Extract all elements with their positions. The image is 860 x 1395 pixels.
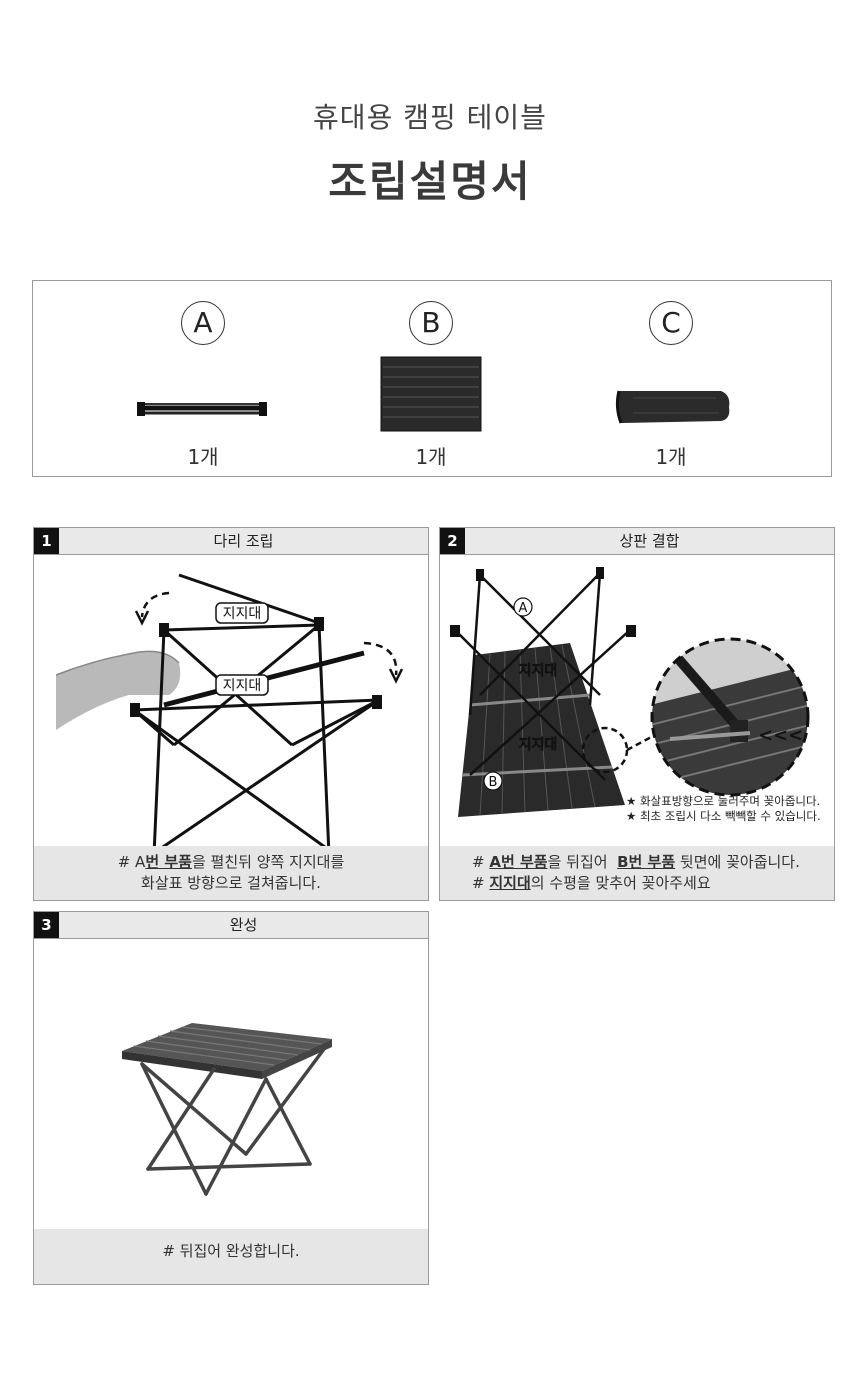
- part-a-qty: 1개: [187, 445, 219, 469]
- step-2-desc2-prefix: #: [472, 874, 490, 892]
- step-2-illustration: A B 지지대 지지대 <<<: [450, 567, 810, 817]
- step-1-description: # A번 부품을 펼친뒤 양쪽 지지대를 화살표 방향으로 걸쳐줍니다.: [34, 846, 428, 900]
- step-1-header: 1 다리 조립: [34, 528, 428, 555]
- table-top-panel-icon: [380, 356, 482, 432]
- part-a-letter: A: [181, 301, 225, 345]
- part-c: C 1개: [571, 301, 771, 471]
- step-3: 3 완성 # 뒤집어 완성합니다.: [33, 911, 429, 1285]
- step-1-number: 1: [34, 528, 59, 554]
- step-2-desc2-rest: 의 수평을 맞추어 꽂아주세요: [530, 874, 711, 892]
- parts-list: A 1개 B 1개 C 1개: [32, 280, 832, 477]
- part-b-qty: 1개: [415, 445, 447, 469]
- part-b-letter: B: [409, 301, 453, 345]
- step-1-support-label-2: 지지대: [223, 678, 262, 694]
- step-3-illustration: [122, 1023, 332, 1196]
- step-2-note-1: ★ 화살표방향으로 눌러주며 꽂아줍니다.: [626, 794, 821, 808]
- step-2-support-label-1: 지지대: [519, 663, 558, 679]
- step-2-desc-part-b: B번 부품: [617, 853, 676, 871]
- part-c-qty: 1개: [655, 445, 687, 469]
- step-3-number: 3: [34, 912, 59, 938]
- step-2-desc-mid: 을 뒤집어: [547, 853, 618, 871]
- part-b: B 1개: [331, 301, 531, 471]
- part-a: A 1개: [103, 301, 303, 471]
- step-1-desc-line2: 화살표 방향으로 걸쳐줍니다.: [141, 874, 321, 892]
- step-2-note-2: ★ 최초 조립시 다소 빽빽할 수 있습니다.: [626, 809, 821, 823]
- step-2-desc-prefix: #: [472, 853, 490, 871]
- step-2: 2 상판 결합 A B 지지: [439, 527, 835, 901]
- page-title: 조립설명서: [328, 157, 532, 206]
- step-2-desc-part-a: A번 부품: [489, 853, 548, 871]
- step-1-desc-prefix: # A: [117, 853, 146, 871]
- step-2-support-label-2: 지지대: [519, 737, 558, 753]
- carry-bag-icon: [615, 390, 730, 424]
- step-2-header: 2 상판 결합: [440, 528, 834, 555]
- step-2-desc2-support: 지지대: [489, 874, 531, 892]
- step-1-desc-rest: 을 펼친뒤 양쪽 지지대를: [191, 853, 345, 871]
- step-1-illustration: 지지대 지지대: [55, 573, 404, 847]
- step-3-title: 완성: [229, 916, 258, 934]
- step-1: 1 다리 조립 지지대: [33, 527, 429, 901]
- step-3-header: 3 완성: [34, 912, 428, 939]
- step-2-title: 상판 결합: [619, 532, 680, 550]
- step-2-number: 2: [440, 528, 465, 554]
- step-2-description: # A번 부품을 뒤집어 B번 부품 뒷면에 꽂아줍니다. # 지지대의 수평을…: [440, 846, 834, 900]
- folded-legs-frame-icon: [137, 402, 267, 416]
- step-1-support-label-1: 지지대: [223, 606, 262, 622]
- step-1-desc-part: 번 부품: [145, 853, 192, 871]
- step-1-title: 다리 조립: [213, 532, 274, 550]
- step-3-description: # 뒤집어 완성합니다.: [34, 1229, 428, 1284]
- subtitle: 휴대용 캠핑 테이블: [313, 101, 547, 134]
- step-2-label-b: B: [489, 775, 498, 790]
- step-2-desc-rest: 뒷면에 꽂아줍니다.: [675, 853, 800, 871]
- step-2-arrows: <<<: [758, 725, 803, 746]
- step-2-label-a: A: [519, 601, 528, 616]
- part-c-letter: C: [649, 301, 693, 345]
